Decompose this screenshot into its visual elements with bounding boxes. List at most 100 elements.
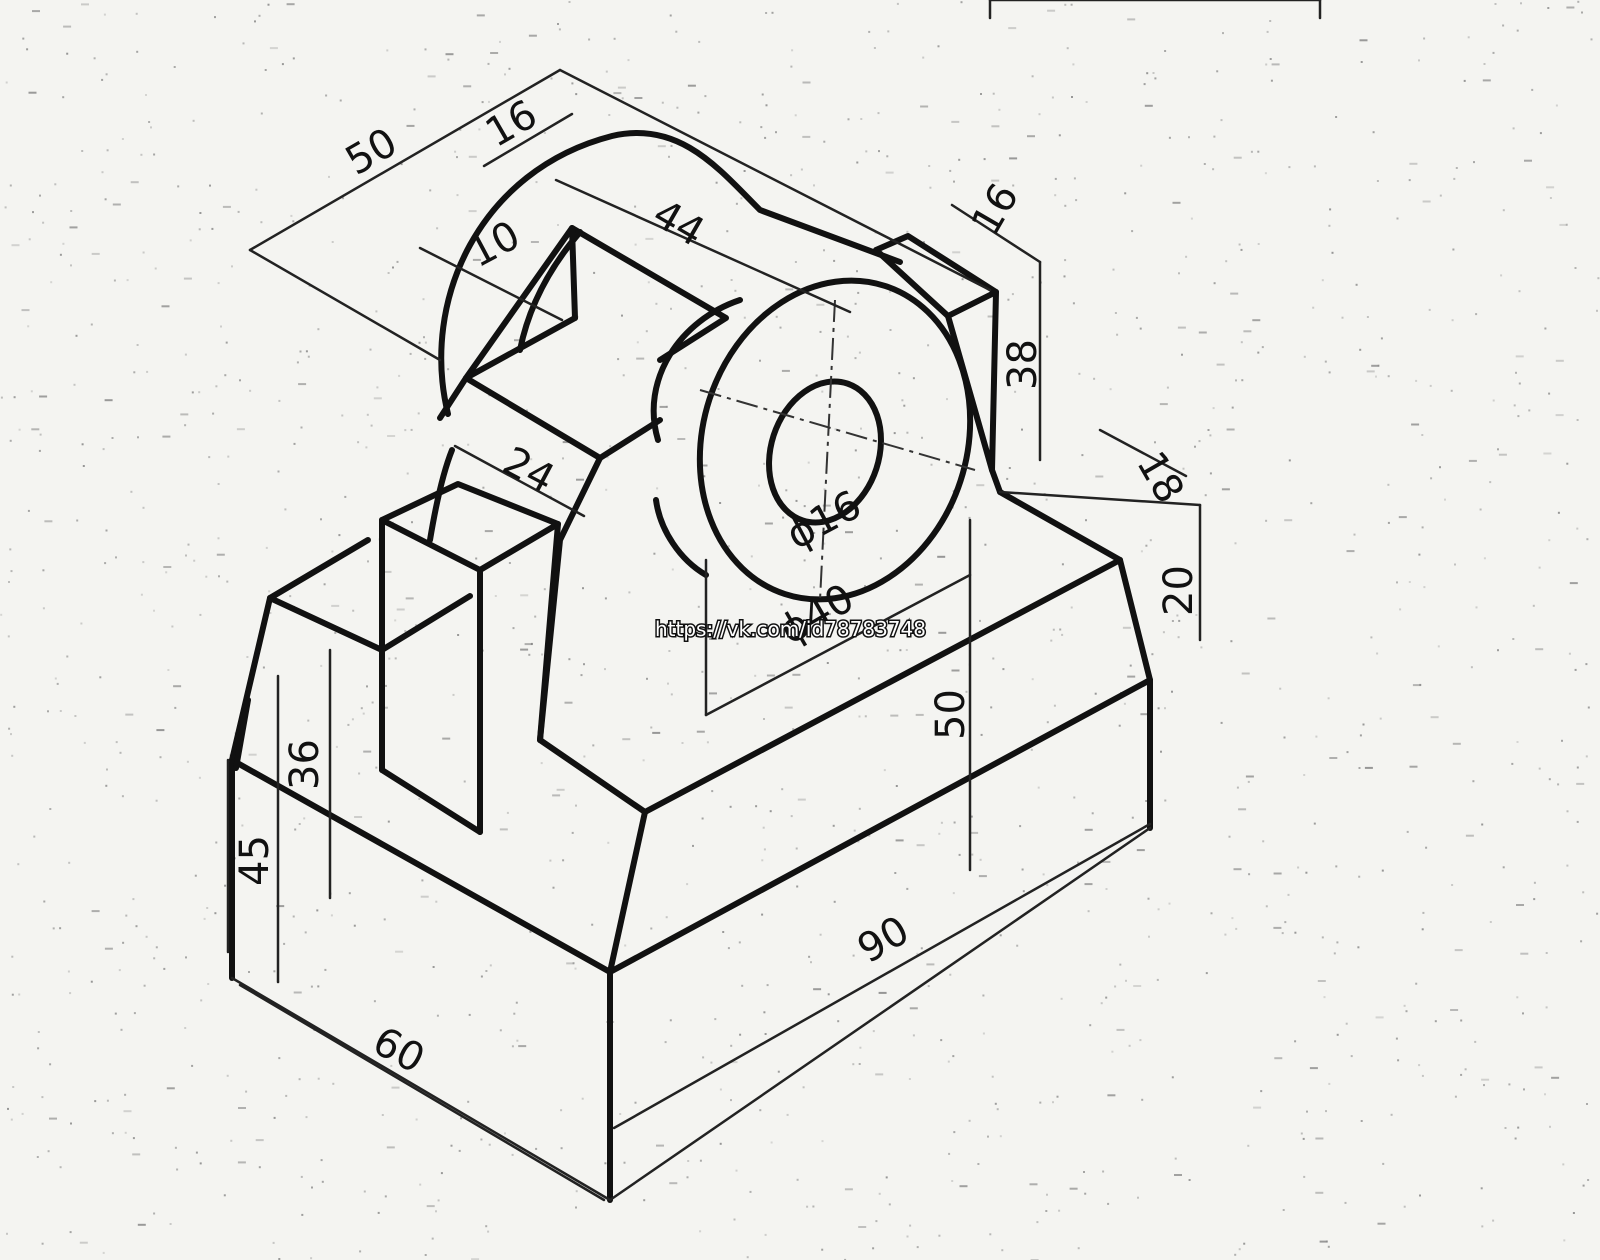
paper-speck [790, 65, 793, 68]
paper-speck [1093, 377, 1096, 380]
paper-speck [39, 395, 48, 398]
paper-speck [1451, 884, 1454, 886]
paper-speck [11, 993, 14, 996]
paper-speck [741, 984, 744, 987]
paper-speck [111, 1132, 114, 1135]
paper-speck [893, 432, 896, 435]
paper-speck [1557, 783, 1560, 786]
paper-speck [1164, 799, 1167, 802]
paper-speck [456, 156, 458, 159]
support-web [427, 225, 729, 743]
paper-speck [420, 895, 429, 898]
paper-speck [413, 108, 416, 111]
paper-speck [833, 259, 836, 262]
paper-speck [353, 924, 356, 927]
paper-speck [480, 1138, 483, 1141]
paper-speck [987, 1135, 989, 1138]
paper-speck [964, 506, 967, 509]
paper-speck [363, 1190, 366, 1193]
paper-speck [489, 964, 492, 967]
paper-speck [268, 590, 271, 593]
paper-speck [1315, 1191, 1324, 1194]
paper-speck [1056, 1095, 1059, 1098]
paper-speck [310, 985, 313, 988]
paper-speck [1168, 136, 1171, 139]
paper-speck [1523, 1088, 1525, 1091]
paper-speck [373, 397, 382, 400]
paper-speck [102, 448, 105, 451]
paper-speck [729, 805, 732, 808]
paper-speck [1566, 462, 1569, 465]
paper-speck [764, 136, 767, 139]
paper-speck [1270, 79, 1273, 82]
paper-speck [765, 12, 768, 14]
paper-speck [173, 685, 182, 688]
paper-speck [198, 776, 201, 779]
paper-speck [206, 907, 209, 909]
paper-speck [1075, 199, 1078, 202]
paper-speck [1151, 653, 1154, 656]
paper-speck [701, 670, 704, 673]
paper-speck [153, 153, 156, 156]
paper-speck [1465, 834, 1474, 837]
paper-speck [520, 594, 529, 597]
paper-speck [195, 1151, 198, 1154]
paper-speck [42, 569, 45, 572]
paper-speck [194, 874, 197, 877]
paper-speck [1185, 255, 1188, 258]
paper-speck [1224, 933, 1227, 936]
paper-speck [821, 1140, 824, 1143]
paper-speck [1498, 453, 1507, 456]
paper-speck [132, 1153, 141, 1156]
paper-speck [530, 458, 533, 461]
paper-speck [352, 609, 355, 612]
paper-speck [1073, 177, 1076, 180]
paper-speck [1283, 736, 1286, 739]
paper-speck [199, 1162, 202, 1165]
paper-speck [1116, 1028, 1125, 1031]
paper-speck [535, 181, 538, 184]
paper-speck [647, 281, 650, 284]
paper-speck [216, 553, 225, 556]
paper-speck [1152, 72, 1155, 74]
paper-speck [1483, 1084, 1485, 1087]
paper-speck [627, 59, 630, 62]
paper-speck [1303, 1175, 1306, 1178]
paper-speck [121, 795, 124, 798]
paper-speck [613, 92, 622, 95]
paper-speck [512, 627, 515, 630]
paper-speck [1147, 897, 1150, 900]
paper-speck [983, 158, 986, 161]
paper-speck [153, 1212, 156, 1215]
paper-speck [1240, 341, 1243, 344]
paper-speck [1300, 1132, 1303, 1135]
paper-speck [762, 826, 765, 829]
paper-speck [155, 799, 158, 802]
paper-speck [1171, 690, 1173, 693]
paper-speck [735, 202, 738, 205]
paper-speck [104, 562, 107, 565]
paper-speck [49, 1063, 52, 1066]
paper-speck [193, 559, 196, 562]
paper-speck [645, 237, 654, 240]
paper-speck [264, 69, 267, 71]
paper-speck [1014, 390, 1017, 393]
paper-speck [214, 16, 216, 19]
dim-phi16: ϕ16 [779, 482, 869, 559]
paper-speck [1454, 1095, 1457, 1098]
paper-speck [952, 1055, 955, 1058]
paper-speck [43, 900, 46, 903]
paper-speck [1140, 713, 1149, 716]
paper-speck [592, 744, 595, 747]
paper-speck [1421, 928, 1424, 931]
paper-speck [140, 593, 143, 596]
paper-speck [575, 93, 578, 96]
paper-speck [1288, 459, 1291, 462]
paper-speck [711, 790, 714, 793]
paper-speck [671, 568, 674, 571]
paper-speck [1241, 379, 1244, 382]
paper-speck [971, 853, 974, 856]
paper-speck [1094, 692, 1097, 695]
paper-speck [1315, 1137, 1324, 1140]
